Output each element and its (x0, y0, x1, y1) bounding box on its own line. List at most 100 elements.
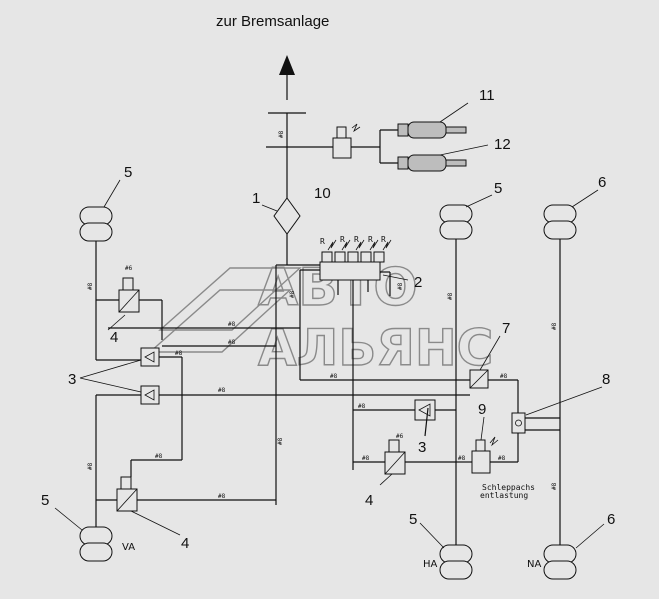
valve-4-middle (384, 439, 406, 475)
leader-7 (479, 335, 501, 371)
callout-8: 8 (602, 371, 610, 388)
callout-5-upper-middle: 5 (494, 180, 502, 197)
bellow-6-lower (543, 544, 577, 580)
pipe-label-check-lower: #8 (218, 387, 226, 394)
bellow-um-bottom (439, 220, 473, 240)
bank-lightning-icon-4 (369, 239, 379, 251)
valve-8-port-icon (515, 419, 522, 427)
check-lower-body (140, 385, 160, 405)
bellow-6l-top (543, 544, 577, 564)
cyl-12-body (407, 154, 447, 172)
cylinder-12 (397, 154, 467, 172)
leader-11 (439, 102, 469, 123)
callout-5-upper-left: 5 (124, 164, 132, 181)
cyl-11-body (407, 121, 447, 139)
valve-4-upper-diag (118, 289, 140, 313)
leader-2 (382, 274, 409, 281)
cyl-12-rod (445, 159, 467, 167)
pipe-label-bank-left: #8 (289, 290, 296, 298)
bank-sol-5 (373, 251, 385, 263)
bellow-top (79, 206, 113, 226)
pipe-label-left: #8 (87, 282, 94, 290)
callout-6-lower: 6 (607, 511, 615, 528)
pipe-label-4ll-top: #8 (155, 453, 163, 460)
valve-4-ll-sol (120, 476, 132, 490)
leader-12 (439, 144, 489, 156)
callout-10: 10 (314, 185, 331, 202)
bank-lightning-icon-3 (355, 239, 365, 251)
pipe-label-trunk: #8 (277, 437, 284, 445)
bellow-lm-top (439, 544, 473, 564)
leader-6b (575, 523, 605, 549)
valve-10-body (332, 137, 352, 159)
check-middle-body (414, 399, 436, 421)
bank-lightning-icon-1 (327, 239, 337, 251)
callout-11: 11 (479, 87, 495, 104)
valve-1-diamond (273, 197, 301, 235)
leader-9 (480, 416, 485, 441)
bank-lightning-icon-5 (382, 239, 392, 251)
bank-lightning-icon-2 (341, 239, 351, 251)
bank-sol-4 (360, 251, 372, 263)
callout-6-upper: 6 (598, 174, 606, 191)
bank-label-r2: R (340, 235, 345, 244)
pipe-label-top: #8 (278, 130, 285, 138)
bank-label-r1: R (320, 237, 325, 246)
valve-9-sol (475, 439, 486, 452)
pipe-label-4ll-right: #8 (218, 493, 226, 500)
callout-1: 1 (252, 190, 260, 207)
pipe-label-left-lower: #8 (87, 462, 94, 470)
pipe-label-check-upper: #8 (228, 339, 236, 346)
callout-2: 2 (414, 274, 422, 291)
pipe-label-4mid-top: #6 (396, 433, 404, 440)
pipe-label-right-lower: #8 (551, 482, 558, 490)
check-valve-3-upper (140, 347, 160, 367)
bellow-5-upper-left (79, 206, 113, 242)
bank-label-r3: R (354, 235, 359, 244)
up-arrow-icon (279, 55, 295, 75)
watermark-wing-icon (158, 267, 302, 331)
cyl-11-rod (445, 126, 467, 134)
bellow-5-lower-left (79, 526, 113, 562)
callout-4-middle: 4 (365, 492, 373, 509)
pipe-label-9-left: #8 (458, 455, 466, 462)
leader-4b (130, 510, 181, 536)
cyl-12-cap (397, 156, 409, 170)
leader-5a (103, 179, 121, 208)
bellow-ll-bottom (79, 542, 113, 562)
axle-label-va: VA (122, 542, 135, 553)
valve-4-upper (118, 277, 140, 313)
valve-10-lightning-icon (351, 123, 361, 133)
callout-3-left: 3 (68, 371, 76, 388)
callout-9: 9 (478, 401, 486, 418)
pipe-label-valve7: #8 (330, 373, 338, 380)
valve-7-diag (469, 369, 489, 389)
bellow-5-lower-middle (439, 544, 473, 580)
leader-6a (571, 189, 599, 208)
pipe-label-check-join: #8 (175, 350, 183, 357)
valve-4-upper-sol (122, 277, 134, 291)
diagram-title: zur Bremsanlage (216, 13, 329, 30)
bank-label-r5: R (381, 235, 386, 244)
cyl-11-cap (397, 123, 409, 137)
leader-3a (79, 359, 142, 379)
bellow-6u-top (543, 204, 577, 224)
valve-4-mid-sol (388, 439, 400, 453)
cylinder-11 (397, 121, 467, 139)
check-upper-arrow-icon (144, 351, 155, 363)
callout-7: 7 (502, 320, 510, 337)
pipe-label-4mid: #8 (362, 455, 370, 462)
bellow-6-upper (543, 204, 577, 240)
callout-5-lower-middle: 5 (409, 511, 417, 528)
valve-9-body (471, 450, 491, 474)
callout-5-lower-left: 5 (41, 492, 49, 509)
bellow-ll-top (79, 526, 113, 546)
pipe-label-9-right: #8 (498, 455, 506, 462)
leader-4c (379, 473, 393, 486)
axle-label-na: NA (527, 559, 541, 570)
pipe-label-4u-top: #6 (125, 265, 133, 272)
valve-10 (332, 123, 380, 159)
leader-1 (261, 204, 278, 212)
